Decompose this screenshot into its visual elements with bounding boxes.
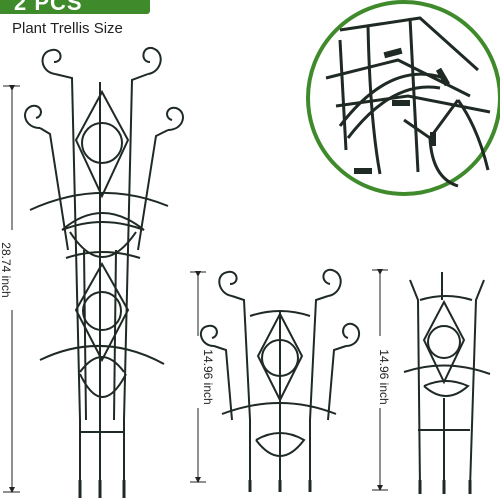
small-dimension-line: [372, 269, 388, 491]
page-title: Plant Trellis Size: [12, 20, 123, 37]
small-height-label: 14.96 inch: [377, 349, 391, 405]
detail-zoom-circle: [306, 0, 500, 196]
quantity-badge: 2 PCS: [0, 0, 150, 15]
large-height-label: 28.74 inch: [0, 242, 13, 298]
small-trellis-icon: [403, 272, 491, 494]
medium-dimension-line: [190, 271, 206, 483]
large-dimension-line: [3, 85, 20, 493]
large-trellis-icon: [24, 46, 184, 498]
medium-height-label: 14.96 inch: [201, 349, 215, 405]
quantity-badge-label: 2 PCS: [14, 0, 83, 15]
medium-trellis-icon: [199, 268, 361, 492]
